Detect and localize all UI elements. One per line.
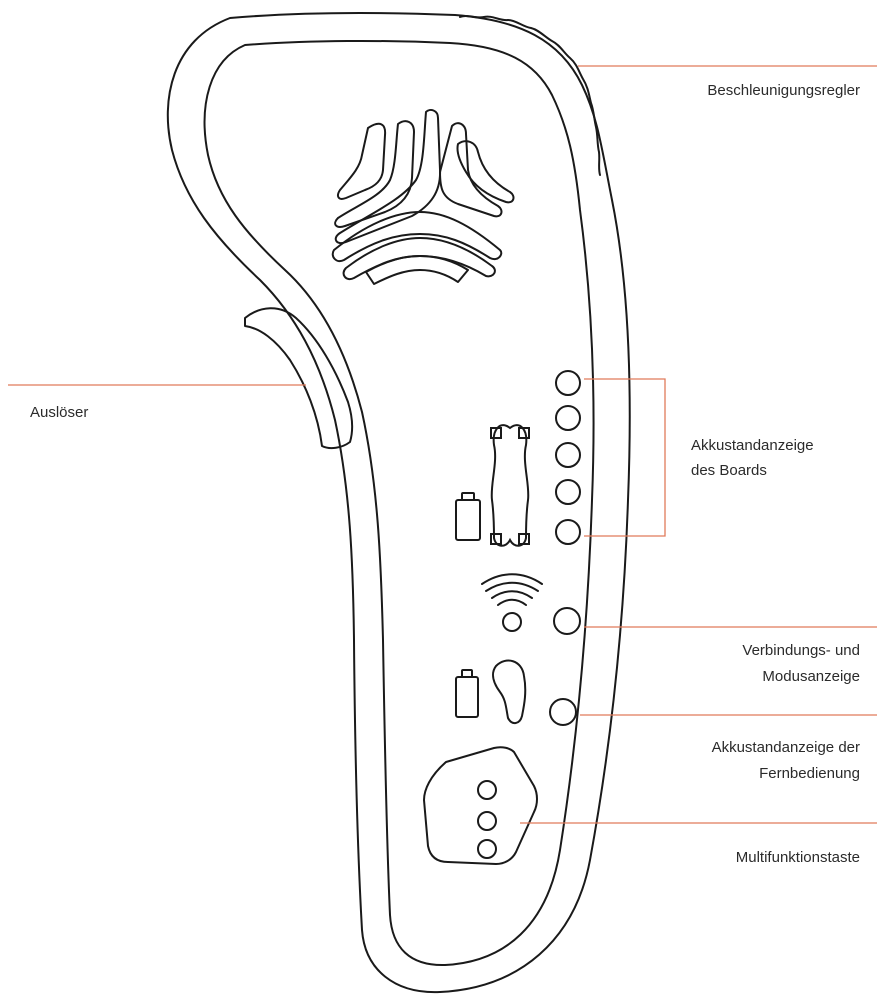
label-connection-1: Verbindungs- und	[742, 638, 860, 663]
battery-led-1	[556, 371, 580, 395]
label-remote-battery-1: Akkustandanzeige der	[712, 735, 860, 760]
board-battery-icon	[456, 493, 480, 540]
remote-body-inner	[205, 41, 594, 965]
wireless-signal-icon	[482, 574, 542, 631]
label-trigger: Auslöser	[30, 400, 88, 425]
remote-battery-icon	[456, 670, 478, 717]
multifunction-button	[424, 747, 537, 864]
label-board-battery-2: des Boards	[691, 458, 767, 483]
leader-board-battery	[584, 379, 665, 536]
label-remote-battery-2: Fernbedienung	[759, 761, 860, 786]
connection-led	[554, 608, 580, 634]
label-throttle: Beschleunigungsregler	[707, 78, 860, 103]
label-connection-2: Modusanzeige	[762, 664, 860, 689]
label-board-battery-1: Akkustandanzeige	[691, 433, 814, 458]
remote-battery-led	[550, 699, 576, 725]
skateboard-icon	[491, 425, 529, 546]
board-battery-leds	[556, 371, 580, 544]
battery-led-5	[556, 520, 580, 544]
battery-led-2	[556, 406, 580, 430]
remote-icon	[493, 661, 525, 724]
battery-led-3	[556, 443, 580, 467]
throttle-wheel	[460, 16, 600, 175]
board-logo-icon	[333, 110, 514, 284]
label-multifunction: Multifunktionstaste	[736, 845, 860, 870]
battery-led-4	[556, 480, 580, 504]
